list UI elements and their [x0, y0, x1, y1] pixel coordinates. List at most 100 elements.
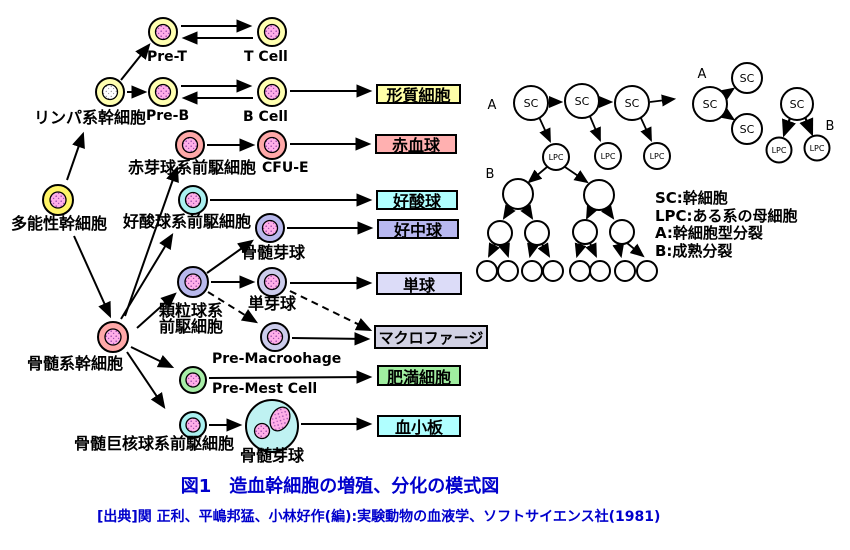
progeny-circle — [589, 260, 611, 282]
legend-line-lpc: LPC:ある系の母細胞 — [655, 206, 798, 225]
sc-circle — [564, 83, 600, 119]
cell-megakaryoblast — [245, 399, 299, 453]
arrow-lpc-l2a — [527, 166, 548, 184]
arrow-pluripotent-to-myeloid — [73, 235, 111, 319]
cell-pre-mast — [179, 366, 207, 394]
progeny-circle — [569, 260, 591, 282]
arrow-granulocyte-to-myeloblast — [206, 239, 254, 274]
cell-granulocyte-progenitor — [177, 266, 209, 298]
arrow-sc-to-lpc-right — [799, 116, 814, 137]
cell-pre-macrophage — [260, 322, 290, 352]
division-b-label: B — [826, 119, 835, 134]
arrow-sc-to-sc-bottom — [716, 104, 736, 121]
progeny-circle — [636, 260, 658, 282]
sc-label: SC — [625, 97, 640, 110]
arrow-l3b-l4c — [527, 242, 539, 259]
cell-myeloid-stem — [97, 321, 129, 353]
sc-label: SC — [790, 98, 805, 111]
arrow-l3a-l4b — [498, 242, 510, 259]
arrow-l2a-l3b — [520, 204, 534, 220]
legend-line-a: A:幹細胞型分裂 — [655, 224, 763, 242]
box-mast-cell: 肥満細胞 — [377, 365, 461, 387]
lpc-circle — [643, 142, 671, 170]
arrow-sc-to-sc-top — [716, 87, 736, 104]
division-b-label: B — [486, 167, 495, 182]
sc-circle — [731, 62, 763, 94]
progeny-circle — [487, 220, 513, 246]
legend-line-b: B:成熟分裂 — [655, 241, 733, 260]
arrow-l2b-l3d — [601, 204, 615, 220]
progeny-circle — [476, 260, 498, 282]
arrow-myeloid-to-eosinophil — [120, 232, 174, 320]
cell-b-cell — [257, 77, 287, 107]
arrow-l2b-l3c — [586, 204, 598, 220]
label-lymphoid-stem: リンパ系幹細胞 — [34, 108, 147, 127]
label-monoblast: 単芽球 — [248, 294, 297, 313]
figure-title: 図1 造血幹細胞の増殖、分化の模式図 — [180, 476, 500, 497]
lpc-circle — [765, 136, 793, 164]
division-circles-tr — [692, 62, 831, 164]
lpc-circle — [542, 143, 570, 171]
arrow-myeloid-to-premast — [130, 346, 175, 369]
progeny-circle — [614, 260, 636, 282]
lpc-label: LPC — [772, 146, 787, 155]
arrow-myeloid-to-erythroid — [124, 165, 179, 317]
arrow-pluripotent-to-lymphoid — [66, 131, 85, 181]
box-neutrophil: 好中球 — [377, 219, 459, 240]
division-texts-tr: SC SC SC SC LPC LPC A B — [698, 67, 835, 155]
label-megakaryocyte-progenitor: 骨髄巨核球系前駆細胞 — [74, 434, 235, 453]
arrow-granulocyte-to-premacrophage-dashed — [207, 291, 259, 324]
figure-caption: [出典]関 正利、平嶋邦猛、小林好作(編):実験動物の血液学、ソフトサイエンス社… — [97, 509, 661, 525]
box-monocyte: 単球 — [376, 272, 462, 295]
cell-eosinophil-progenitor — [178, 185, 208, 215]
box-platelet: 血小板 — [377, 415, 461, 437]
flow-arrows — [66, 19, 374, 432]
arrow-sc3-continue — [649, 94, 677, 107]
division-a-label: A — [488, 98, 497, 113]
progeny-circle — [609, 219, 635, 245]
label-myeloid-stem: 骨髄系幹細胞 — [27, 354, 124, 373]
sc-label: SC — [740, 123, 755, 136]
box-erythrocyte: 赤血球 — [375, 134, 457, 155]
box-macrophage: マクロファージ — [374, 325, 488, 349]
cell-pre-b — [148, 77, 178, 107]
label-granulocyte-progenitor-line2: 前駆細胞 — [159, 317, 224, 336]
box-eosinophil: 好酸球 — [376, 190, 458, 211]
progeny-circle — [521, 260, 543, 282]
label-b-cell: B Cell — [243, 109, 288, 125]
arrow-l3d-l4g — [612, 242, 625, 259]
arrow-myeloid-to-granulocyte — [136, 292, 177, 329]
arrow-premacrophage-to-macrophage-box — [291, 332, 371, 346]
progeny-circle — [572, 219, 598, 245]
cells-layer — [42, 17, 299, 453]
label-pre-macrophage: Pre-Macroohage — [212, 351, 342, 367]
sc-label: SC — [740, 72, 755, 85]
label-pre-mast: Pre-Mest Cell — [212, 381, 318, 397]
division-arrows-tr — [716, 87, 814, 138]
arrow-l3a-l4a — [488, 242, 500, 258]
arrow-premast-to-mastcell-box — [208, 370, 373, 384]
lpc-circle — [594, 142, 622, 170]
progeny-circle — [502, 178, 534, 210]
label-myeloblast: 骨髄芽球 — [241, 243, 306, 262]
arrow-sc2-lpc2 — [588, 113, 601, 142]
lpc-label: LPC — [549, 153, 564, 162]
arrow-sc1-lpc1 — [538, 116, 551, 143]
cell-monoblast — [257, 267, 287, 297]
legend: SC:幹細胞 LPC:ある系の母細胞 A:幹細胞型分裂 B:成熟分裂 — [655, 189, 798, 260]
arrow-l3c-l4f — [585, 242, 597, 258]
cell-t-cell — [257, 17, 287, 47]
arrow-myeloid-to-mkprogenitor — [126, 351, 166, 409]
arrow-l3c-l4e — [574, 242, 587, 259]
progeny-circle — [583, 179, 615, 211]
cell-pre-t — [148, 17, 178, 47]
dashed-arrows — [207, 290, 373, 332]
label-pluripotent-stem: 多能性幹細胞 — [11, 214, 108, 233]
label-cfu-e: CFU-E — [262, 160, 309, 176]
sc-label: SC — [575, 95, 590, 108]
label-granulocyte-progenitor-line1: 顆粒球系 — [159, 301, 224, 320]
label-eosinophil-progenitor: 好酸球系前駆細胞 — [123, 212, 252, 231]
cell-megakaryocyte-progenitor — [179, 411, 207, 439]
arrow-lymphoid-to-pret — [120, 43, 151, 81]
